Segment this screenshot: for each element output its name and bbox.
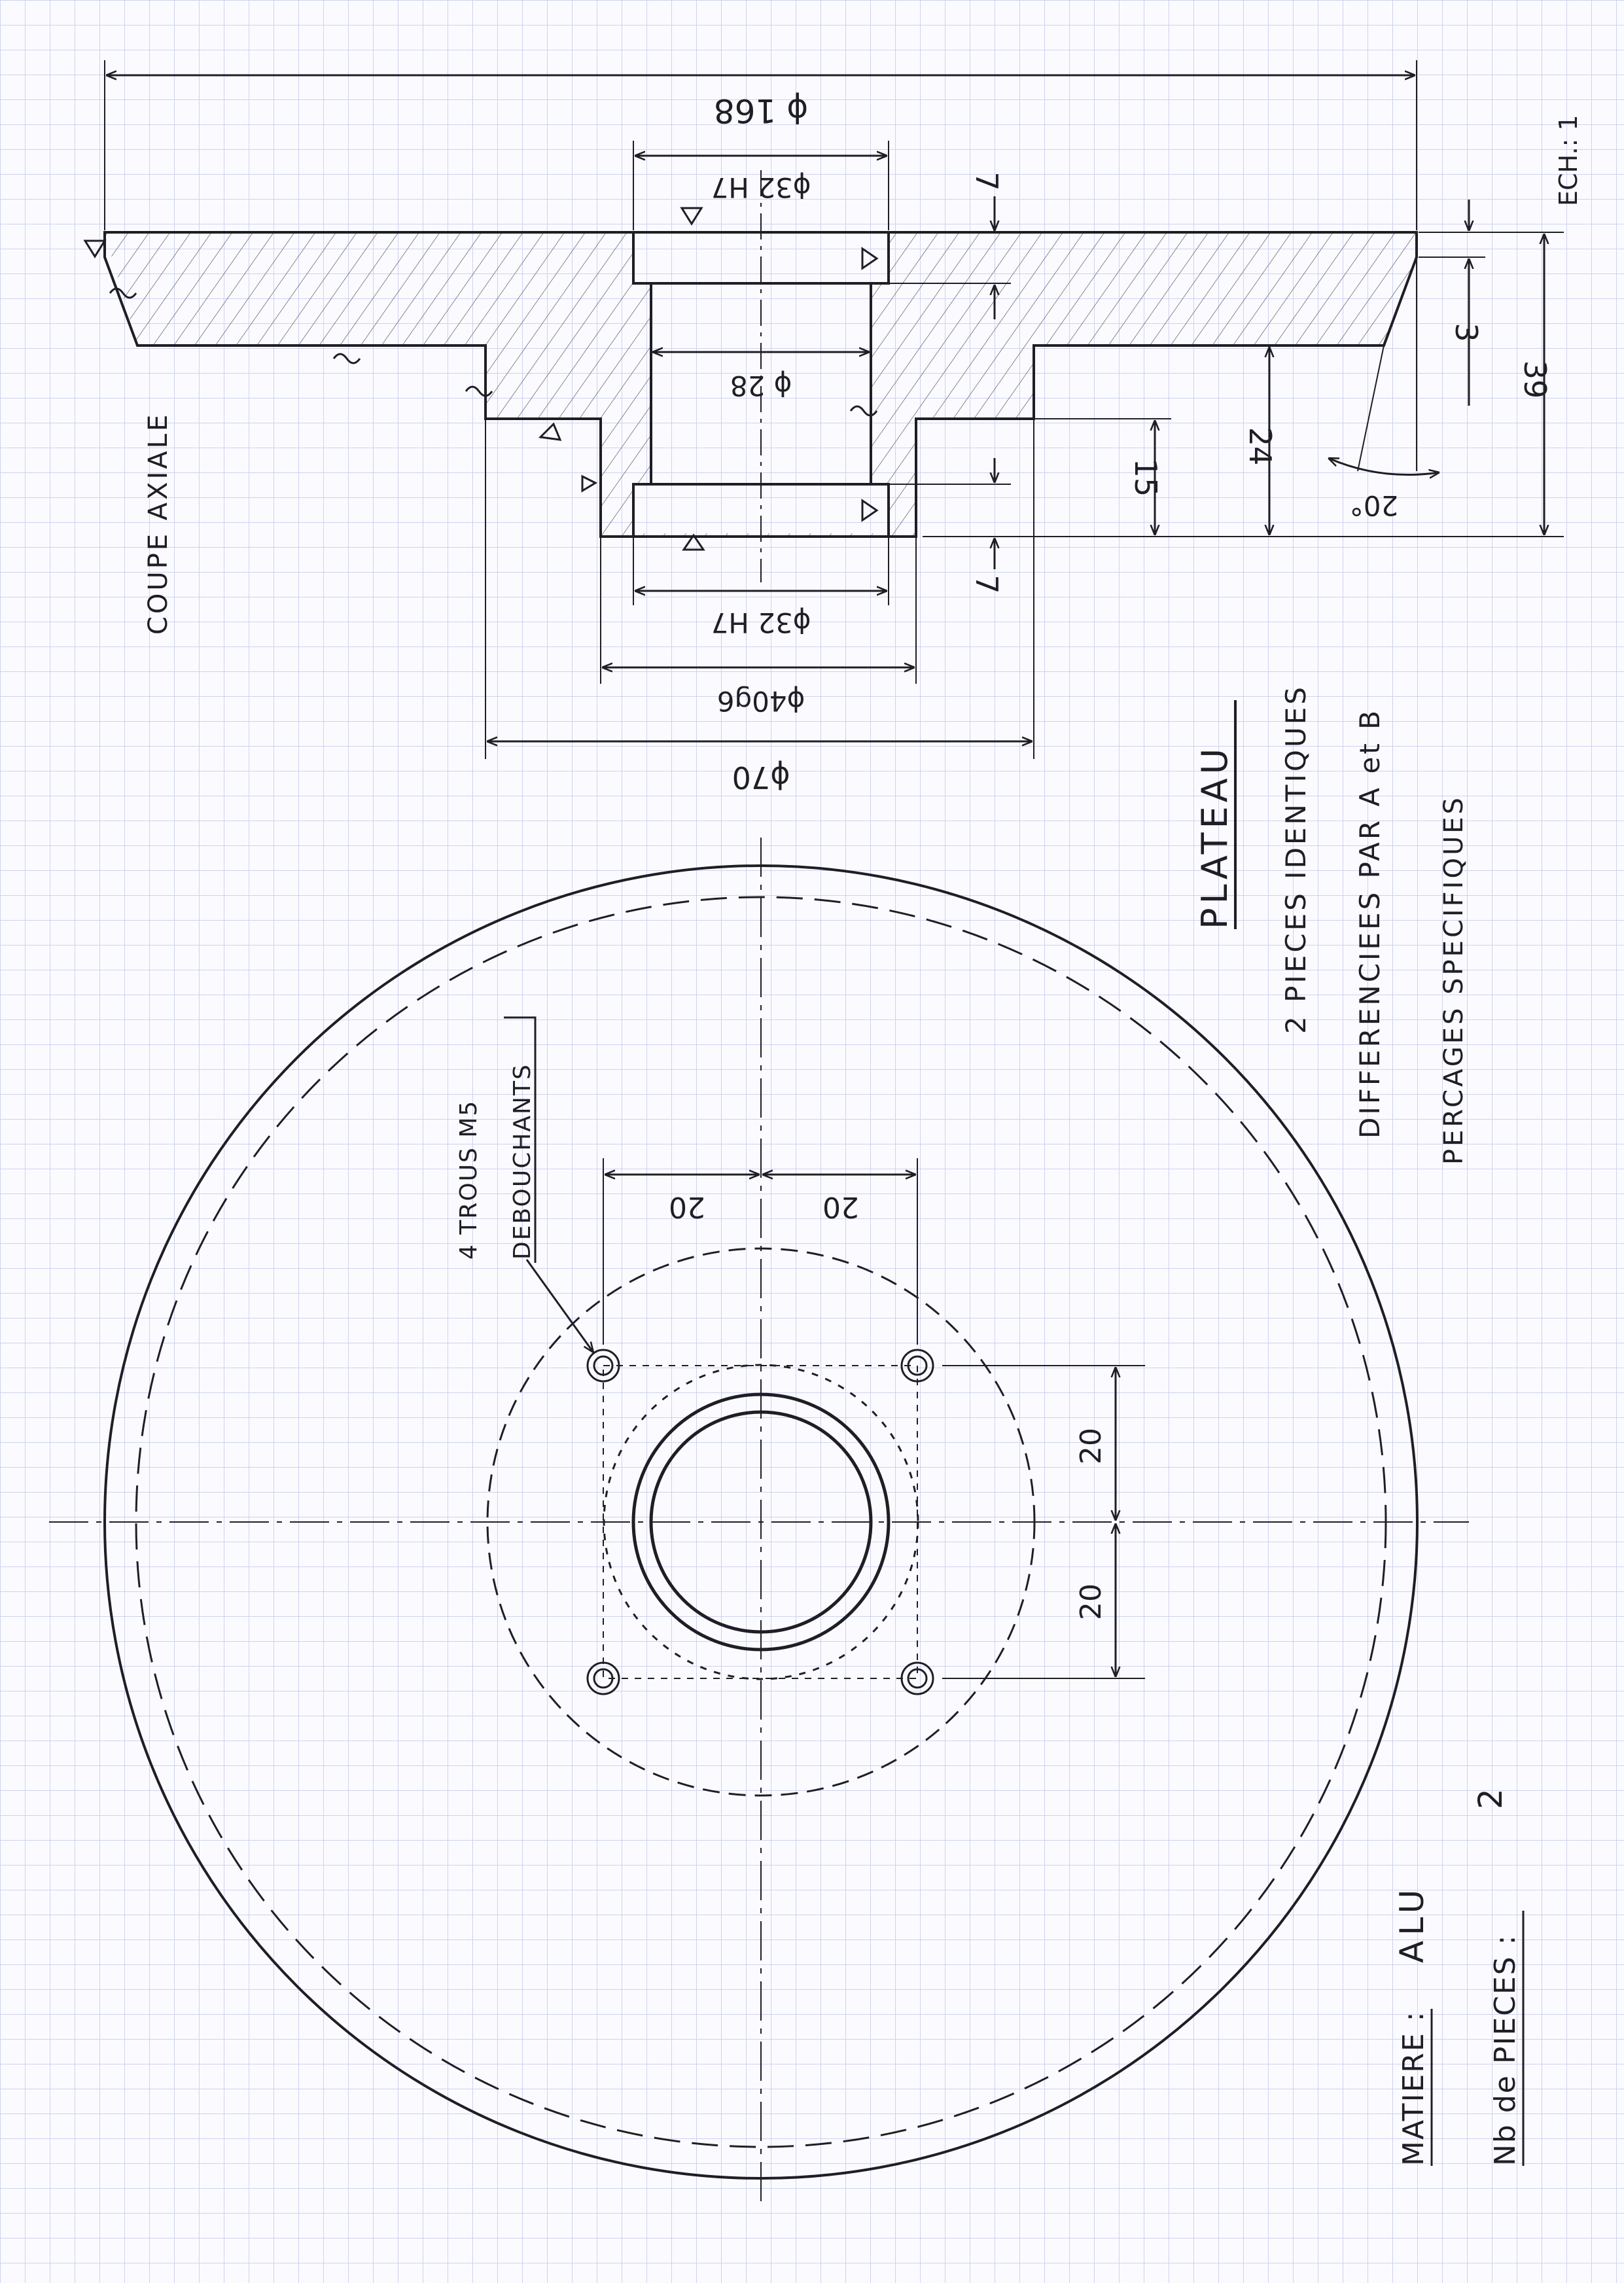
title-notes: PLATEAU 2 PIECES IDENTIQUES DIFFERENCIEE… xyxy=(1194,684,1525,2166)
dim-flange-height: 24 xyxy=(1243,427,1278,466)
section-label: COUPE AXIALE xyxy=(143,412,173,635)
finish-mark-icon xyxy=(538,422,562,441)
scale-label: ECH.: 1 xyxy=(1554,115,1583,206)
finish-mark-icon xyxy=(861,499,879,522)
roughness-mark-icon xyxy=(109,287,137,299)
dim-bore-bottom: ϕ32 H7 xyxy=(711,607,811,639)
hole-pattern-square xyxy=(603,1365,918,1679)
m5-hole xyxy=(586,1349,620,1383)
dim-bore-top: ϕ32 H7 xyxy=(711,171,811,204)
material-value: ALU xyxy=(1393,1885,1431,1963)
finish-mark-icon xyxy=(680,207,703,226)
dim-hub-height: 15 xyxy=(1128,459,1163,497)
dim-recess-bottom: 7 xyxy=(969,575,1004,593)
finish-mark-icon xyxy=(682,533,705,551)
dim-outer-diameter: ϕ 168 xyxy=(714,92,808,130)
section-outline xyxy=(103,231,1418,538)
bore-outer-circle xyxy=(631,1392,891,1652)
plan-view: 20 20 20 20 4 TROUS M5 DEBOUCHANTS xyxy=(49,838,1469,2205)
quantity-value: 2 xyxy=(1472,1788,1509,1809)
finish-mark-icon xyxy=(861,247,879,270)
dim-flange-edge: 3 xyxy=(1449,323,1484,342)
holes-callout-line2: DEBOUCHANTS xyxy=(509,1063,536,1260)
dim-hub-upper: ϕ70 xyxy=(732,760,790,795)
finish-mark-icon xyxy=(581,474,598,493)
note-differentiated: DIFFERENCIEES PAR A et B xyxy=(1354,708,1386,1139)
holes-callout-bracket xyxy=(504,1016,537,1263)
drawing-title: PLATEAU xyxy=(1194,745,1235,929)
roughness-mark-icon xyxy=(332,353,361,364)
m5-hole xyxy=(900,1661,934,1695)
note-identical: 2 PIECES IDENTIQUES xyxy=(1280,684,1312,1034)
plate-outer-circle xyxy=(103,864,1419,2180)
dim-bore-middle: ϕ 28 xyxy=(730,370,792,402)
dim-hole-spacing-x2: 20 xyxy=(822,1190,859,1224)
material-label: MATIERE : xyxy=(1397,2011,1430,2166)
dim-chamfer-angle: 20° xyxy=(1350,489,1398,522)
finish-mark-icon xyxy=(83,239,107,258)
dim-hole-spacing-x1: 20 xyxy=(669,1190,705,1224)
m5-hole xyxy=(900,1349,934,1383)
dim-total-height: 39 xyxy=(1517,361,1553,399)
holes-callout-leader xyxy=(525,1259,593,1353)
holes-callout-line1: 4 TROUS M5 xyxy=(455,1100,482,1260)
roughness-mark-icon xyxy=(465,385,493,397)
roughness-mark-icon xyxy=(849,405,878,417)
dim-hole-spacing-y1: 20 xyxy=(1074,1428,1108,1464)
dim-arc-chamfer xyxy=(1328,458,1439,475)
m5-hole xyxy=(586,1661,620,1695)
dim-recess-top: 7 xyxy=(969,171,1004,190)
bore-inner-circle xyxy=(649,1410,873,1634)
hub-hidden-circle xyxy=(486,1247,1036,1797)
section-hatching xyxy=(105,232,1417,537)
dim-hole-spacing-y2: 20 xyxy=(1074,1584,1108,1620)
axial-section-view: ϕ 168 ϕ32 H7 ϕ 28 ϕ32 H7 ϕ40g6 ϕ70 7 xyxy=(83,60,1583,795)
dim-hub-lower: ϕ40g6 xyxy=(717,685,805,717)
quantity-label: Nb de PIECES : xyxy=(1489,1934,1522,2166)
plate-hidden-circle xyxy=(135,896,1387,2148)
note-drilling: PERCAGES SPECIFIQUES xyxy=(1439,795,1469,1165)
